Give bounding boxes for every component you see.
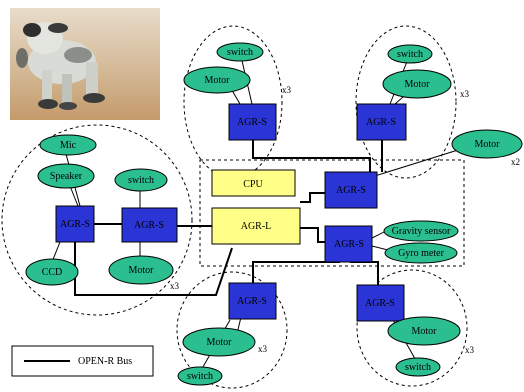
agr-l-label: AGR-L: [241, 221, 272, 232]
leg-tl-motor-label: Motor: [205, 75, 231, 86]
leg-tl-motor: [183, 66, 251, 94]
group-leg-bottom-left: [176, 271, 288, 389]
speaker: [37, 163, 95, 189]
agr-s-leg-tl: [228, 103, 277, 141]
leg-tr-motor-label: Motor: [405, 79, 431, 90]
agr-s-leg-tr-label: AGR-S: [366, 117, 396, 128]
head-motor: [108, 255, 174, 285]
right-motor: [451, 129, 523, 159]
group-leg-bottom-right: [356, 269, 468, 387]
agr-l-box: [211, 207, 301, 245]
leg-br-motor-label: Motor: [412, 326, 438, 337]
bus-leg-br: [350, 261, 379, 285]
agr-s-core-2: [324, 225, 373, 263]
cpu-label: CPU: [243, 179, 263, 190]
leg-tl-switch-label: switch: [227, 47, 253, 58]
cpu-box: [211, 169, 296, 197]
group-core: [199, 159, 465, 267]
agr-s-leg-tl-label: AGR-S: [237, 117, 267, 128]
leg-br-multiplier: x3: [465, 345, 475, 355]
agr-s-leg-tr: [356, 103, 407, 141]
gyro-meter: [384, 242, 458, 264]
bus-agr-l-to-agr-s-core2: [300, 227, 325, 243]
right-motor-label: Motor: [475, 139, 501, 150]
bus-leg-bl: [252, 261, 340, 283]
agr-s-head-b: [121, 207, 178, 243]
group-leg-top-right: [355, 25, 457, 179]
mic: [39, 134, 97, 156]
agr-s-head-b-label: AGR-S: [134, 220, 164, 231]
agr-s-leg-br-label: AGR-S: [365, 298, 395, 309]
leg-br-switch-label: switch: [405, 362, 431, 373]
ccd: [25, 258, 79, 286]
gyro-meter-label: Gyro meter: [398, 248, 444, 259]
leg-bl-switch-label: switch: [187, 371, 213, 382]
agr-s-head-a-label: AGR-S: [60, 219, 90, 230]
speaker-label: Speaker: [50, 171, 83, 182]
leg-bl-multiplier: x3: [258, 344, 268, 354]
mic-label: Mic: [60, 140, 77, 151]
leg-bl-switch: [177, 366, 223, 386]
leg-tr-switch-label: switch: [397, 49, 423, 60]
agr-s-head-a: [55, 205, 95, 243]
leg-tl-multiplier: x3: [282, 85, 292, 95]
gravity-sensor: [383, 220, 459, 242]
agr-s-core-2-label: AGR-S: [334, 239, 364, 250]
ccd-label: CCD: [42, 267, 63, 278]
leg-br-motor: [387, 316, 461, 346]
leg-tl-switch: [216, 42, 264, 62]
agr-s-leg-bl: [228, 282, 277, 320]
agr-s-leg-br: [356, 284, 405, 322]
gravity-sensor-label: Gravity sensor: [392, 226, 451, 237]
leg-bl-motor: [182, 327, 256, 357]
group-head: [1, 124, 193, 316]
agr-s-leg-bl-label: AGR-S: [237, 296, 267, 307]
head-motor-label: Motor: [129, 265, 155, 276]
right-motor-multiplier: x2: [511, 157, 520, 167]
bus-agr-l-to-agr-s-core1: [300, 192, 325, 203]
legend-label: OPEN-R Bus: [78, 356, 132, 367]
leg-bl-motor-label: Motor: [207, 337, 233, 348]
agr-s-core-1-label: AGR-S: [336, 185, 366, 196]
agr-s-core-1: [324, 171, 378, 209]
head-multiplier: x3: [170, 281, 180, 291]
aibo-robot-dog-photo: [10, 8, 160, 120]
leg-br-switch: [395, 357, 441, 377]
leg-tr-multiplier: x3: [460, 89, 470, 99]
head-switch: [114, 168, 168, 192]
head-switch-label: switch: [128, 175, 154, 186]
bus-leg-tl: [252, 140, 371, 172]
group-leg-top-left: [183, 25, 283, 179]
leg-tr-switch: [387, 44, 433, 64]
leg-tr-motor: [382, 69, 452, 99]
